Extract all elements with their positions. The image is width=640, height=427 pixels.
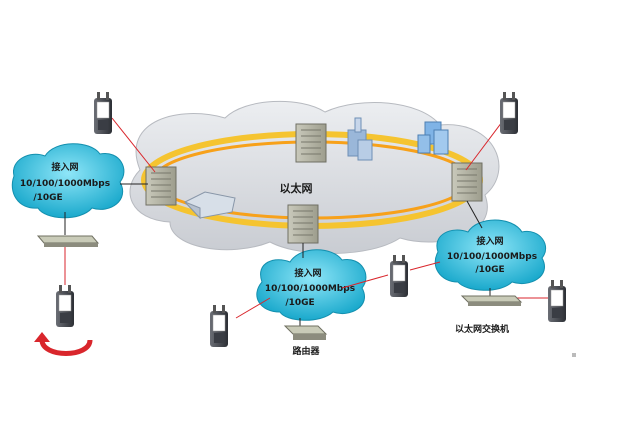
- tester-center-icon: [389, 254, 409, 298]
- access-cloud-left: [11, 143, 125, 219]
- red-link-topleft: [111, 117, 156, 173]
- tester-topleft-icon: [93, 91, 113, 135]
- access-bottom-title: 接入网: [294, 267, 321, 279]
- access-right-title: 接入网: [476, 235, 503, 247]
- ethernet-switch-label: 以太网交换机: [455, 323, 509, 335]
- red-link-topright: [465, 117, 506, 171]
- tester-right-icon: [547, 279, 567, 323]
- access-left-title: 接入网: [51, 161, 78, 173]
- office-buildings-icon: [417, 121, 449, 155]
- access-bottom-speeds: 10/100/1000Mbps: [265, 284, 355, 294]
- router-icon: [283, 325, 328, 340]
- tester-bottom-icon: [209, 304, 229, 348]
- loopback-arrowhead-icon: [34, 332, 50, 342]
- red-link-center-phone: [341, 274, 389, 289]
- corner-marker: [572, 353, 576, 357]
- warehouse-icon: [184, 191, 236, 220]
- core-server-left: [145, 166, 177, 206]
- core-server-top: [295, 123, 327, 163]
- core-network-label: 以太网: [280, 181, 313, 195]
- access-right-suffix: /10GE: [475, 265, 504, 275]
- red-link-bottom-phone: [235, 297, 271, 319]
- left-switch-icon: [36, 235, 100, 247]
- access-left-suffix: /10GE: [33, 193, 62, 203]
- link-right-server-cloud: [466, 200, 483, 229]
- red-link-right-phone: [409, 261, 441, 271]
- access-right-speeds: 10/100/1000Mbps: [447, 252, 537, 262]
- router-label: 路由器: [292, 345, 320, 357]
- access-cloud-bottom: [256, 249, 367, 321]
- core-server-bottom: [287, 204, 319, 244]
- building-icon: [347, 117, 373, 161]
- tester-left-icon: [55, 284, 75, 328]
- access-bottom-suffix: /10GE: [285, 298, 314, 308]
- access-cloud-right: [434, 219, 547, 291]
- tester-topright-icon: [499, 91, 519, 135]
- loopback-arrow-icon: [39, 339, 93, 356]
- ethernet-switch-icon: [460, 295, 523, 306]
- access-left-speeds: 10/100/1000Mbps: [20, 179, 110, 189]
